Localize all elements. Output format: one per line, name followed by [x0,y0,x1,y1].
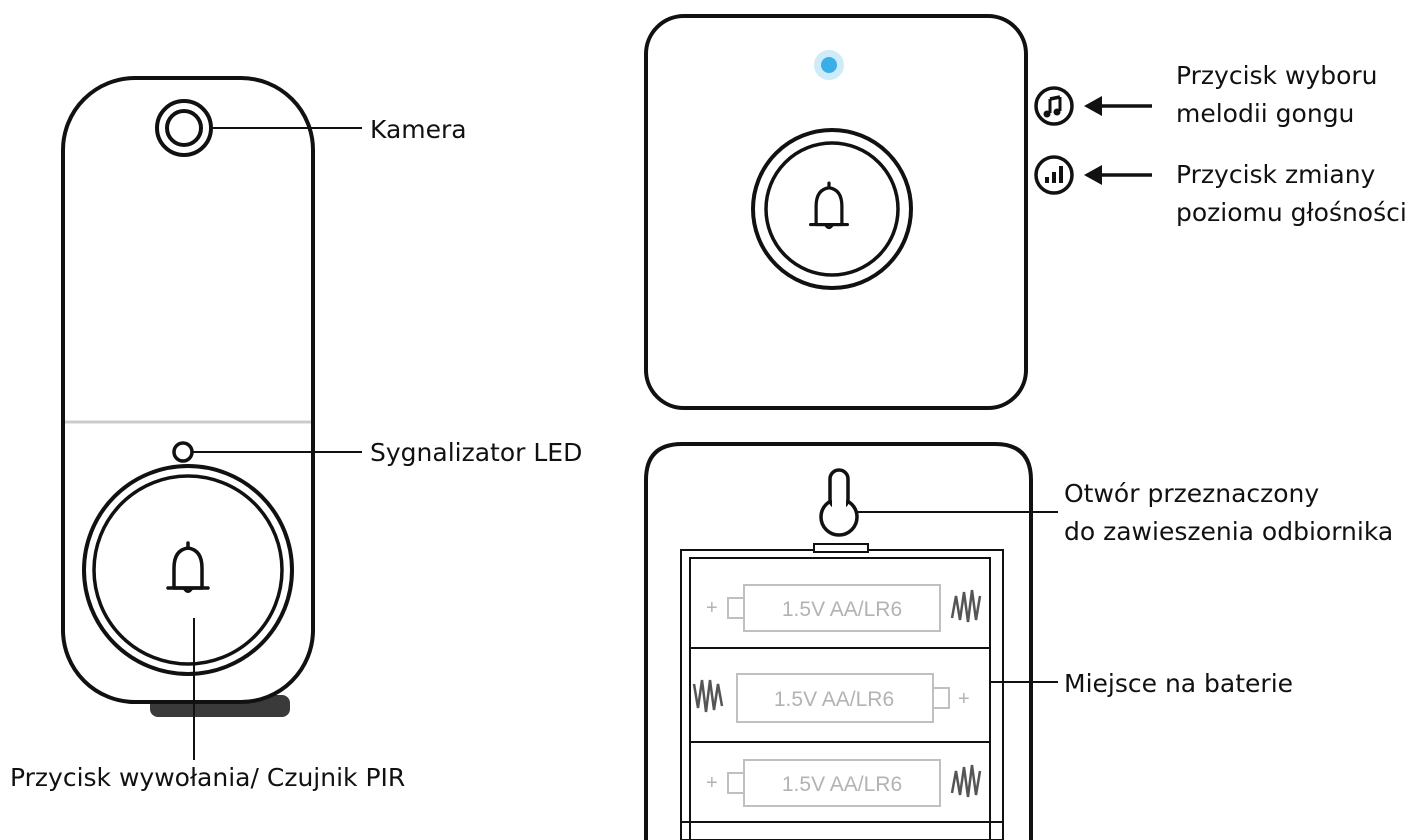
hole-label-line1: Otwór przeznaczony [1064,479,1319,508]
volume-label-line2: poziomu głośności [1176,198,1407,227]
call-button-label: Przycisk wywołania/ Czujnik PIR [10,763,405,792]
receiver-back: + 1.5V AA/LR6 + 1.5V AA/LR6 + 1.5V AA/LR… [644,442,1058,840]
spring-icon [950,589,982,623]
battery-2-label: 1.5V AA/LR6 [774,688,894,711]
volume-button[interactable] [1034,155,1074,195]
camera-label: Kamera [370,115,467,144]
spring-icon [692,679,724,713]
hole-label-line2: do zawieszenia odbiornika [1064,517,1393,546]
battery-3-plus: + [706,772,718,794]
battery-1-label: 1.5V AA/LR6 [782,598,902,621]
volume-label-line1: Przycisk zmiany [1176,160,1376,189]
melody-label-line1: Przycisk wyboru [1176,61,1378,90]
led-indicator [172,441,194,463]
keyhole-icon [819,468,859,537]
battery-compartment-tab [813,543,869,553]
battery-3: + 1.5V AA/LR6 [706,759,982,807]
battery-compartment-inner [689,557,991,840]
melody-arrow [1084,96,1152,116]
battery-slot-label: Miejsce na baterie [1064,669,1293,698]
receiver-led [821,57,837,73]
battery-2: + 1.5V AA/LR6 [692,673,970,723]
volume-arrow [1084,165,1152,185]
melody-label-line2: melodii gongu [1176,99,1354,128]
receiver-front [644,14,1152,410]
melody-button[interactable] [1034,86,1074,126]
camera-icon [155,99,213,157]
battery-3-label: 1.5V AA/LR6 [782,773,902,796]
call-button[interactable] [82,464,294,676]
battery-2-plus: + [958,688,970,710]
battery-1: + 1.5V AA/LR6 [706,584,982,632]
led-label: Sygnalizator LED [370,438,582,467]
battery-1-plus: + [706,597,718,619]
bell-icon [166,541,210,593]
bell-icon [808,181,850,230]
outdoor-unit [61,76,362,760]
spring-icon [950,764,982,798]
receiver-button[interactable] [751,128,913,290]
music-note-icon [1043,95,1062,118]
volume-bars-icon [1045,166,1063,183]
